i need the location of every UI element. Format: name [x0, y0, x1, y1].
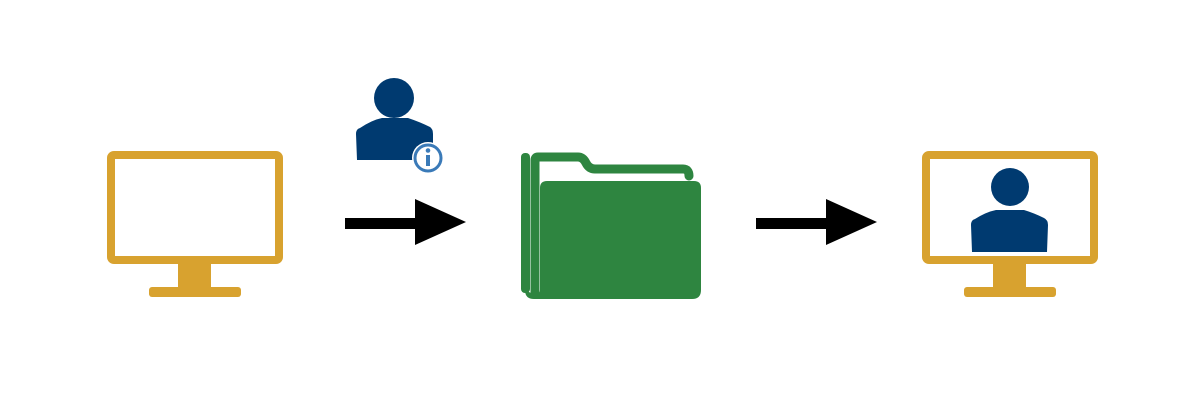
- info-icon: [412, 142, 444, 174]
- folder-icon: [521, 152, 701, 299]
- monitor-icon: [107, 151, 283, 297]
- arrow-right-icon: [345, 199, 466, 245]
- user-info-icon: [356, 78, 444, 174]
- user-icon: [971, 168, 1048, 252]
- monitor-with-user-icon: [922, 151, 1098, 297]
- arrow-right-icon: [756, 199, 877, 245]
